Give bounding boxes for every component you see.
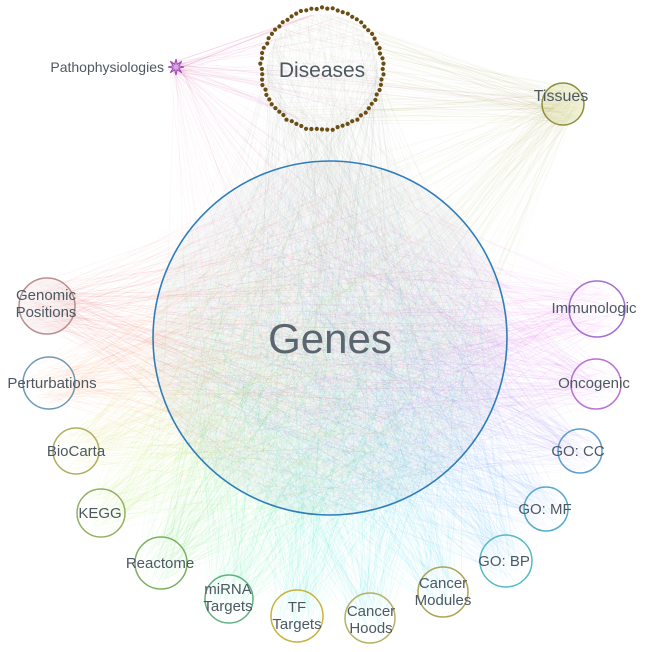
edges-tissues-to-genes (157, 86, 582, 509)
node-go-cc[interactable] (557, 428, 603, 474)
label-immunologic: Immunologic (551, 300, 637, 317)
edges-oncogenic-to-genes (168, 181, 619, 507)
node-cancer-hoods[interactable] (344, 592, 396, 644)
edges-reactome-to-genes (138, 169, 496, 586)
node-perturbations[interactable] (22, 356, 76, 410)
node-cancer-modules[interactable] (417, 566, 469, 618)
edges-pathophysiologies-to-diseases (169, 13, 377, 125)
node-go-mf[interactable] (523, 486, 569, 532)
label-diseases: Diseases (279, 59, 365, 82)
edges-pathophysiologies-to-tissues (170, 62, 578, 116)
node-oncogenic[interactable] (570, 358, 622, 410)
node-reactome[interactable] (134, 536, 188, 590)
edges-diseases-to-genes (158, 14, 497, 510)
edges-go-cc-to-genes (178, 170, 599, 498)
edges-pathophysiologies-to-genes (163, 60, 496, 500)
label-kegg: KEGG (78, 505, 121, 522)
label-biocarta: BioCarta (47, 443, 106, 460)
label-reactome: Reactome (126, 555, 194, 572)
label-go-bp: GO: BP (478, 553, 530, 570)
edges-go-bp-to-genes (160, 166, 530, 583)
node-genomic-positions[interactable] (18, 277, 76, 335)
node-tf-targets[interactable] (270, 589, 324, 643)
node-pathophysiologies[interactable] (167, 58, 185, 76)
edges-genomic-positions-to-genes (23, 176, 488, 505)
edges-cancer-hoods-to-genes (174, 175, 498, 639)
node-diseases[interactable] (261, 8, 383, 130)
edges-mirna-targets-to-genes (171, 170, 500, 620)
node-genes[interactable] (152, 160, 508, 516)
hub-label: Genes (268, 315, 392, 362)
labels: Genes Pathophysiologies DiseasesTissuesGen… (7, 59, 637, 637)
node-go-bp[interactable] (479, 534, 533, 588)
node-kegg[interactable] (76, 488, 126, 538)
node-biocarta[interactable] (52, 427, 100, 475)
label-oncogenic: Oncogenic (558, 375, 630, 392)
nodes (18, 5, 626, 644)
edges-kegg-to-genes (79, 167, 496, 535)
label-perturbations: Perturbations (7, 375, 96, 392)
edges-go-mf-to-genes (164, 175, 566, 528)
edge-bundles (23, 13, 623, 639)
edges-biocarta-to-genes (55, 182, 481, 493)
node-diseases-dot-ring (258, 5, 386, 132)
edges-immunologic-to-genes (170, 173, 623, 502)
label-pathophysiologies: Pathophysiologies (50, 59, 164, 75)
label-go-mf: GO: MF (518, 501, 571, 518)
edges-perturbations-to-genes (27, 170, 488, 500)
label-tissues: Tissues (534, 88, 589, 105)
node-tissues[interactable] (541, 82, 585, 126)
node-mirna-targets[interactable] (204, 574, 254, 624)
edges-tf-targets-to-genes (166, 173, 485, 637)
label-go-cc: GO: CC (551, 443, 605, 460)
node-immunologic[interactable] (568, 280, 626, 338)
